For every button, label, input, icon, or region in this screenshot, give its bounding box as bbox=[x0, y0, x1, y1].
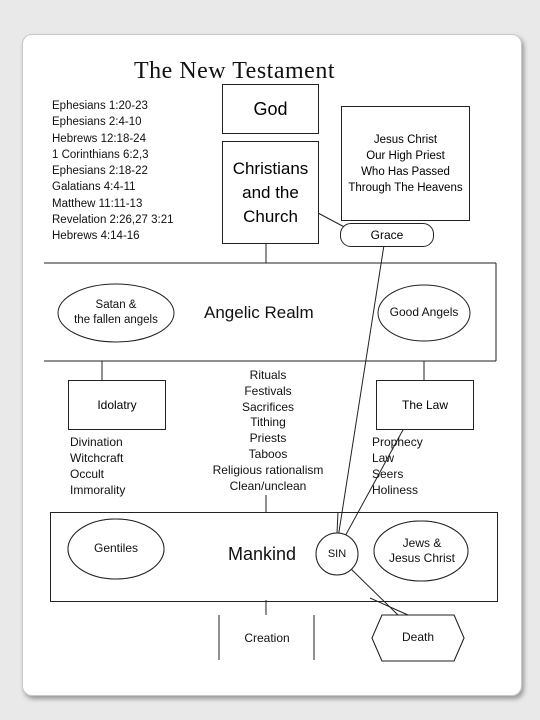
reference: Ephesians 1:20-23 bbox=[52, 100, 148, 112]
satan-label-line: Satan & bbox=[95, 299, 137, 311]
idolatry-item: Occult bbox=[70, 467, 105, 481]
religion-item: Taboos bbox=[248, 446, 288, 461]
law-item: Holiness bbox=[372, 483, 419, 497]
religion-item: Sacrifices bbox=[241, 399, 294, 414]
death-label: Death bbox=[401, 630, 435, 644]
gentiles-ellipse-fill bbox=[67, 518, 165, 580]
reference: Ephesians 2:4-10 bbox=[52, 116, 142, 129]
gentiles-label: Gentiles bbox=[93, 541, 139, 555]
grace-pill: Grace bbox=[340, 223, 434, 247]
religion-item: Tithing bbox=[250, 415, 286, 430]
idolatry-label: Idolatry bbox=[97, 398, 137, 412]
god-box: God bbox=[222, 84, 319, 134]
church-label-line: Christians bbox=[232, 158, 309, 178]
law-item: Seers bbox=[372, 467, 404, 481]
church-label-line: Church bbox=[243, 206, 298, 226]
idolatry-item: Immorality bbox=[70, 483, 126, 497]
reference: Ephesians 2:18-22 bbox=[52, 165, 148, 178]
reference: Hebrews 4:14-16 bbox=[52, 230, 140, 243]
sin-label: SIN bbox=[327, 548, 347, 560]
jews-label-line: Jews & bbox=[402, 536, 442, 550]
religion-item: Rituals bbox=[249, 368, 287, 382]
religion-item: Festivals bbox=[244, 383, 292, 398]
jews-to-death-line bbox=[369, 597, 409, 616]
reference: Matthew 11:11-13 bbox=[52, 197, 143, 210]
law-item: Prophecy bbox=[372, 435, 423, 449]
high-priest-line: Jesus Christ bbox=[373, 133, 438, 146]
grace-label: Grace bbox=[370, 228, 404, 242]
satan-ellipse bbox=[57, 283, 175, 343]
mankind-box bbox=[50, 512, 498, 602]
law-box: The Law bbox=[376, 380, 474, 430]
reference: Galatians 4:4-11 bbox=[52, 181, 136, 194]
jews-label: Jews & Jesus Christ bbox=[376, 536, 468, 566]
satan-label: Satan & the fallen angels bbox=[58, 298, 174, 328]
scripture-references: Ephesians 1:20-23 Ephesians 2:4-10 Hebre… bbox=[52, 98, 173, 245]
law-item: Law bbox=[372, 451, 395, 465]
religion-item: Religious rationalism bbox=[212, 462, 324, 477]
idolatry-items: Divination Witchcraft Occult Immorality bbox=[70, 434, 125, 498]
high-priest-box: Jesus Christ Our High Priest Who Has Pas… bbox=[341, 106, 470, 221]
idolatry-item: Witchcraft bbox=[70, 451, 124, 465]
death-hexagon-fill bbox=[371, 614, 465, 662]
church-box: Christians and the Church bbox=[222, 141, 319, 244]
reference: Revelation 2:26,27 3:21 bbox=[52, 214, 174, 227]
idolatry-item: Divination bbox=[70, 435, 123, 449]
law-to-sin-line bbox=[342, 427, 405, 541]
creation-label: Creation bbox=[244, 631, 290, 645]
satan-label-line: the fallen angels bbox=[74, 314, 158, 326]
god-label: God bbox=[253, 98, 288, 119]
religion-item: Clean/unclean bbox=[229, 478, 307, 493]
mankind-label: Mankind bbox=[228, 544, 297, 564]
law-items: Prophecy Law Seers Holiness bbox=[372, 434, 423, 498]
high-priest-line: Who Has Passed bbox=[361, 165, 450, 178]
church-label-line: and the bbox=[242, 182, 299, 202]
reference: Hebrews 12:18-24 bbox=[52, 132, 146, 145]
good-angels-label: Good Angels bbox=[389, 305, 459, 319]
grace-to-sin-line bbox=[337, 244, 385, 539]
high-priest-line: Through The Heavens bbox=[348, 181, 463, 194]
religion-item: Priests bbox=[249, 431, 287, 446]
law-label: The Law bbox=[401, 398, 449, 412]
jews-label-line: Jesus Christ bbox=[388, 551, 456, 565]
reference: 1 Corinthians 6:2,3 bbox=[52, 148, 149, 161]
good-angels-ellipse bbox=[377, 284, 471, 342]
high-priest-line: Our High Priest bbox=[366, 149, 445, 162]
page-title: The New Testament bbox=[134, 58, 335, 84]
idolatry-box: Idolatry bbox=[68, 380, 166, 430]
religion-items: Rituals Festivals Sacrifices Tithing Pri… bbox=[196, 368, 340, 494]
angelic-realm-label: Angelic Realm bbox=[204, 303, 314, 322]
sin-top-line bbox=[336, 511, 339, 534]
jews-ellipse-fill bbox=[373, 520, 469, 582]
